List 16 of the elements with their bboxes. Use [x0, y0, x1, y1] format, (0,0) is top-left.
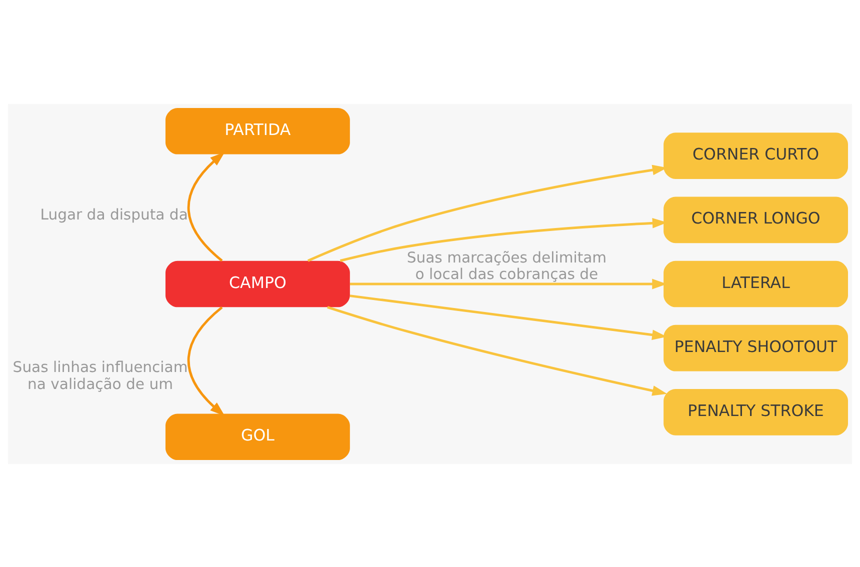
arrow: [350, 294, 667, 340]
node-box: CORNER CURTO: [664, 132, 848, 178]
arrow: [187, 306, 225, 416]
edge-label: Suas marcações delimitam o local das cobranças de: [406, 248, 607, 283]
arrow: [350, 278, 667, 289]
node-box: CAMPO: [165, 260, 350, 307]
node-box: PENALTY SHOOTOUT: [664, 324, 848, 371]
arrow: [327, 306, 668, 396]
node-box: CORNER LONGO: [664, 196, 848, 243]
node-box: PARTIDA: [165, 107, 350, 154]
edge-label: Lugar da disputa da: [40, 206, 188, 224]
arrow: [187, 152, 225, 262]
node-box: GOL: [165, 413, 350, 460]
edge-label: Suas linhas influenciam na validação de um: [12, 358, 188, 392]
node-box: LATERAL: [664, 260, 848, 307]
node-box: PENALTY STROKE: [664, 388, 848, 435]
